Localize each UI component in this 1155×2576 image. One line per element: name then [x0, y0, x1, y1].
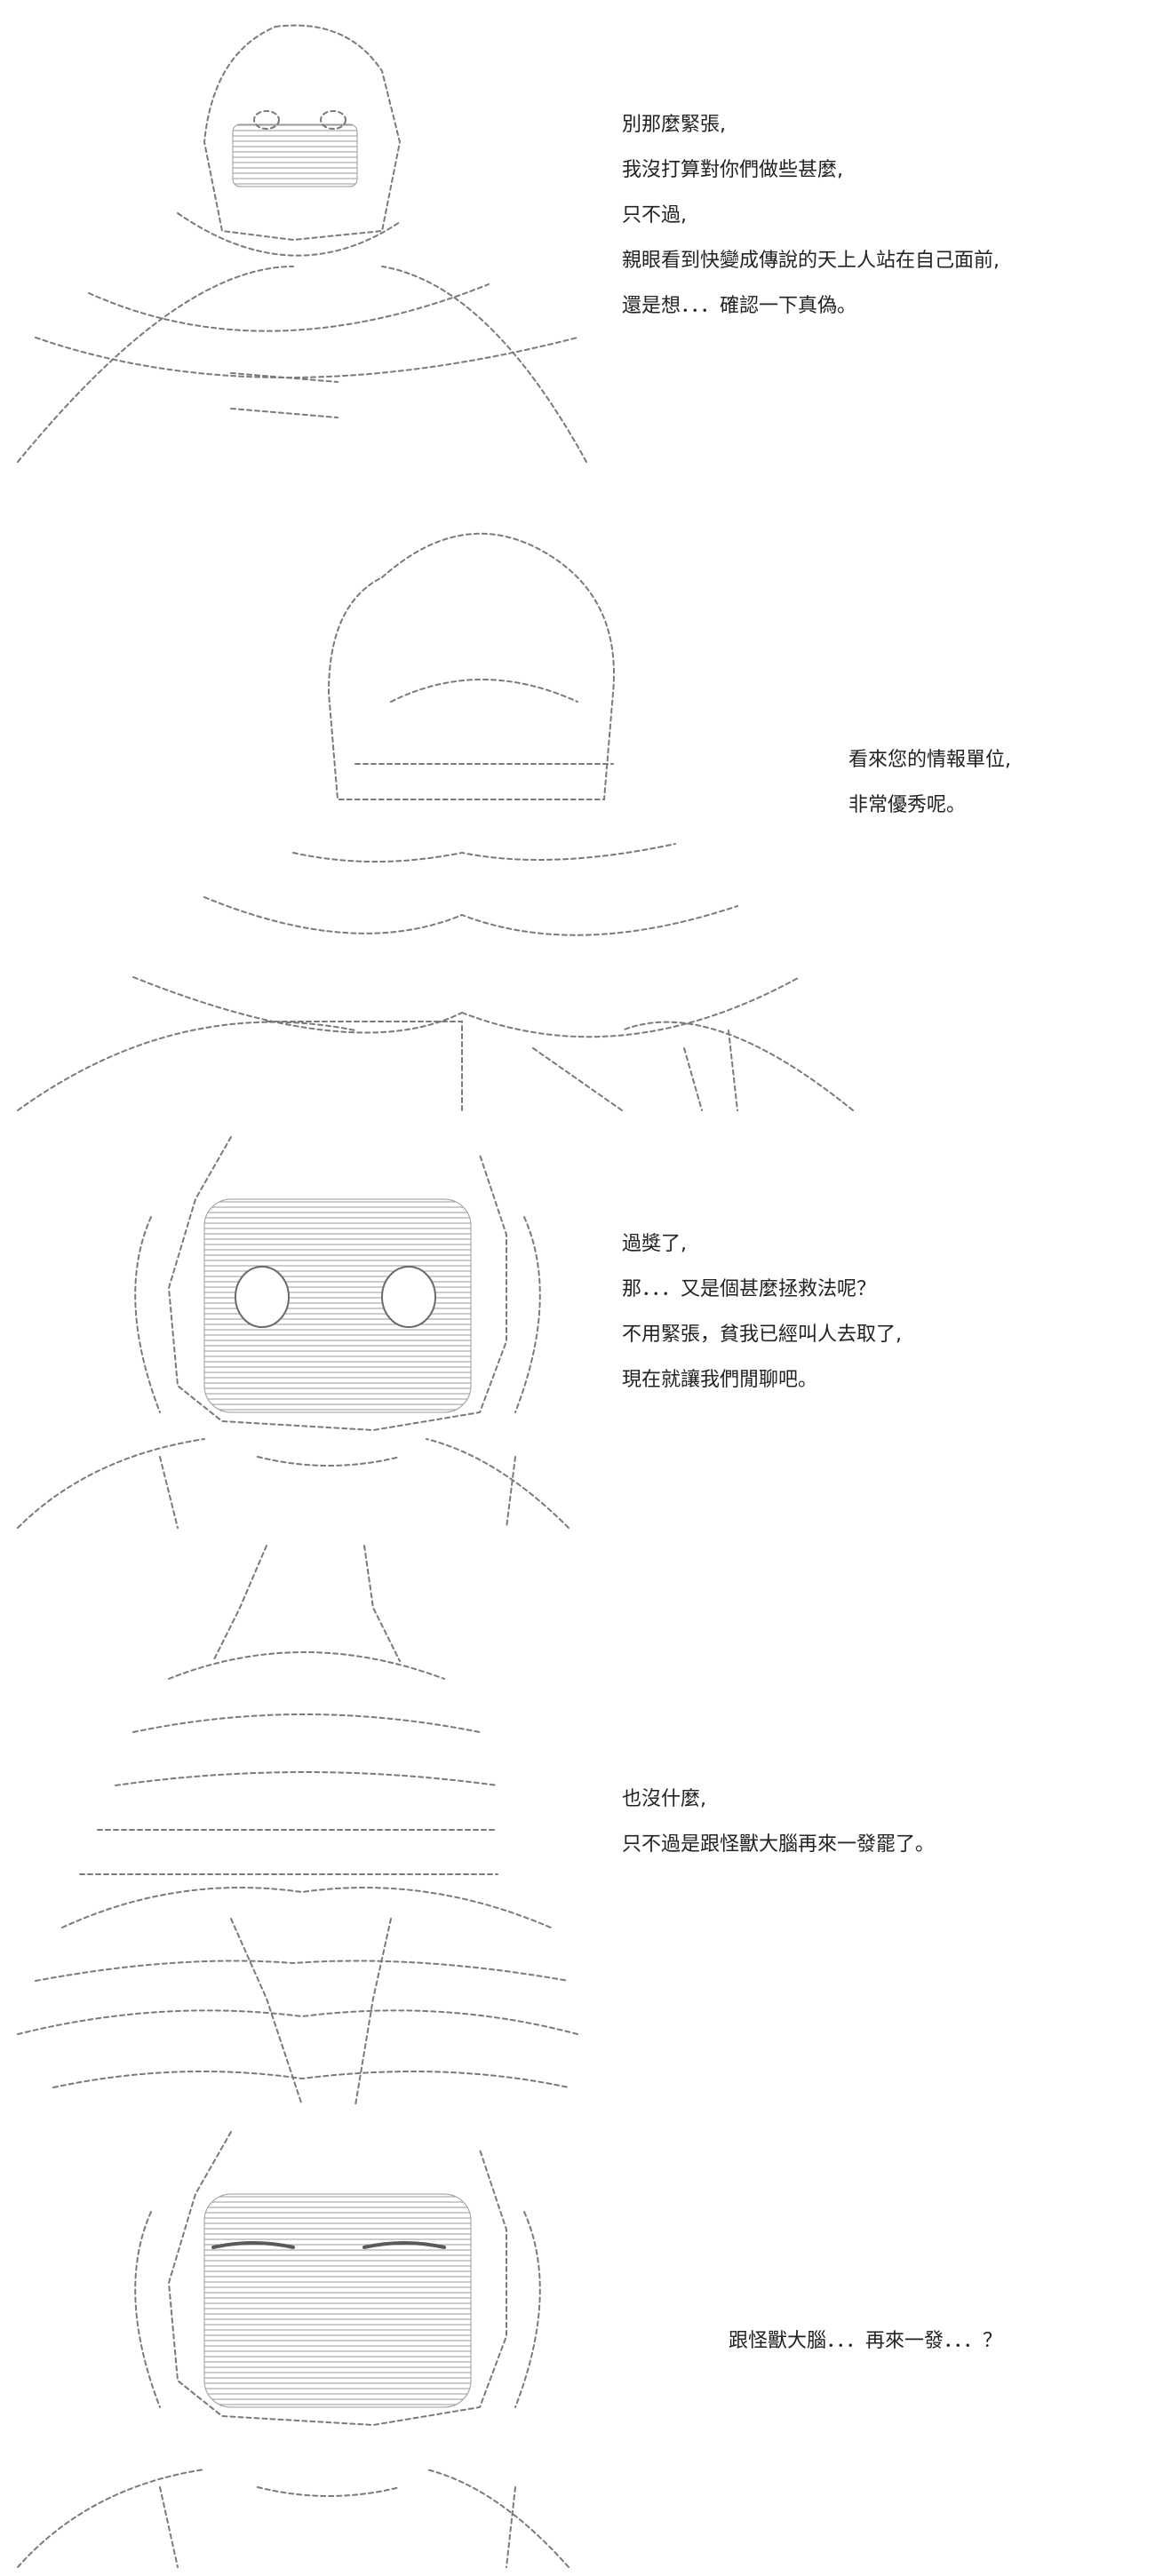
dialogue-line: 別那麼緊張, [622, 114, 726, 136]
dialogue-line: 那．．．又是個甚麼拯救法呢？ [622, 1278, 877, 1300]
dialogue-line: 親眼看到快變成傳說的天上人站在自己面前, [622, 250, 1000, 272]
dialogue-box-3: 過獎了, 那．．．又是個甚麼拯救法呢？ 不用緊張，貧我已經叫人去取了, 現在就讓… [622, 1221, 902, 1403]
dialogue-line: 非常優秀呢。 [848, 794, 967, 816]
comic-panel-2: 看來您的情報單位, 非常優秀呢。 [0, 497, 1155, 1119]
dialogue-line: 跟怪獸大腦．．．再來一發．．．？ [729, 2330, 1003, 2352]
ascii-art-hooded-figure-closed-eyes [17, 2131, 570, 2568]
comic-panel-3: 過獎了, 那．．．又是個甚麼拯救法呢？ 不用緊張，貧我已經叫人去取了, 現在就讓… [0, 1119, 1155, 1537]
ascii-art-long-haired-girl [17, 532, 854, 1111]
dialogue-line: 現在就讓我們閒聊吧。 [622, 1369, 818, 1391]
dialogue-line: 只不過, [622, 204, 687, 227]
dialogue-box-4: 也沒什麼, 只不過是跟怪獸大腦再來一發罷了。 [622, 1777, 935, 1867]
dialogue-box-5: 跟怪獸大腦．．．再來一發．．．？ [729, 2318, 1002, 2364]
dialogue-box-1: 別那麼緊張, 我沒打算對你們做些甚麼, 只不過, 親眼看到快變成傳說的天上人站在… [622, 102, 1000, 329]
dialogue-line: 過獎了, [622, 1233, 687, 1255]
dialogue-box-2: 看來您的情報單位, 非常優秀呢。 [848, 737, 1011, 828]
dialogue-line: 不用緊張，貧我已經叫人去取了, [622, 1324, 902, 1346]
comic-panel-5: 跟怪獸大腦．．．再來一發．．．？ [0, 2114, 1155, 2576]
dialogue-line: 我沒打算對你們做些甚麼, [622, 159, 843, 181]
ascii-art-hooded-figure [17, 24, 587, 463]
comic-panel-1: 別那麼緊張, 我沒打算對你們做些甚麼, 只不過, 親眼看到快變成傳說的天上人站在… [0, 0, 1155, 497]
comic-panel-4: 也沒什麼, 只不過是跟怪獸大腦再來一發罷了。 [0, 1537, 1155, 2114]
dialogue-line: 也沒什麼, [622, 1788, 706, 1810]
dialogue-line: 只不過是跟怪獸大腦再來一發罷了。 [622, 1833, 936, 1856]
ascii-art-hooded-figure-smiling [17, 1136, 570, 1529]
dialogue-line: 看來您的情報單位, [848, 749, 1011, 771]
ascii-art-horned-figure [17, 1545, 578, 2106]
dialogue-line: 還是想．．．確認一下真偽。 [622, 295, 857, 317]
